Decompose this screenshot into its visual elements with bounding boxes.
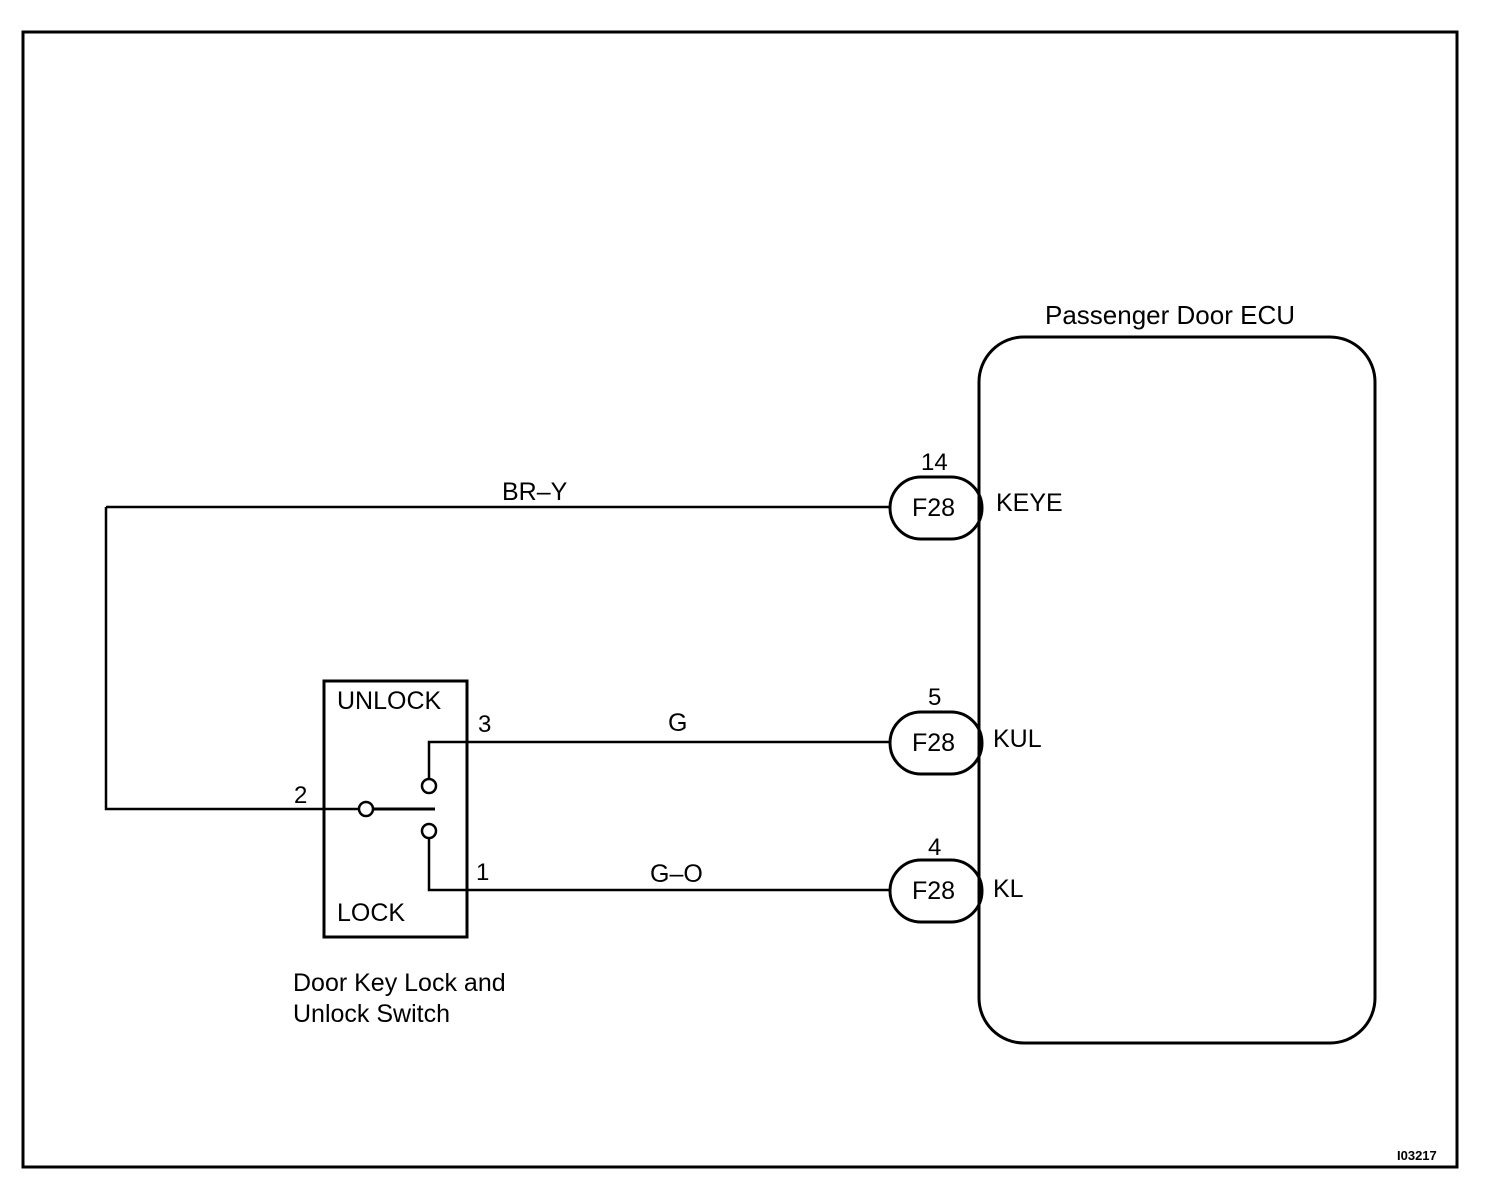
wire-color-code: BR–Y [502,478,568,506]
wire-color-code: G [668,709,687,737]
switch-pin-common: 2 [294,782,307,809]
switch-lock-label: LOCK [337,899,405,927]
connector-pin: 4 [928,834,941,861]
connector-keye: 14 F28 KEYE [888,449,1063,541]
connector-id: F28 [912,729,955,757]
switch-unlock-label: UNLOCK [337,687,442,715]
switch-body [322,679,469,939]
connector-id: F28 [912,877,955,905]
switch-title-line2: Unlock Switch [293,1000,450,1028]
door-key-lock-unlock-switch: UNLOCK LOCK 2 3 1 Door Key Lock and Unlo… [293,679,506,1028]
wire-g-o: G–O [467,860,890,892]
diagram-frame [21,30,1459,1169]
terminal-name: KL [993,875,1024,903]
wire-br-y: BR–Y [104,478,890,811]
figure-id: I03217 [1397,1148,1437,1163]
wire-g: G [467,709,890,744]
terminal-name: KEYE [996,489,1063,517]
wire-color-code: G–O [650,860,703,888]
connector-kl: 4 F28 KL [888,834,1024,924]
switch-title-line1: Door Key Lock and [293,969,506,997]
terminal-name: KUL [993,725,1042,753]
passenger-door-ecu: Passenger Door ECU [977,300,1377,1045]
connector-pin: 5 [928,684,941,711]
ecu-title: Passenger Door ECU [1045,300,1295,330]
switch-pin-unlock: 3 [478,711,491,738]
ecu-body [977,335,1377,1045]
connector-id: F28 [912,494,955,522]
connector-pin: 14 [921,449,948,476]
connector-kul: 5 F28 KUL [888,684,1042,776]
switch-pin-lock: 1 [476,859,489,886]
